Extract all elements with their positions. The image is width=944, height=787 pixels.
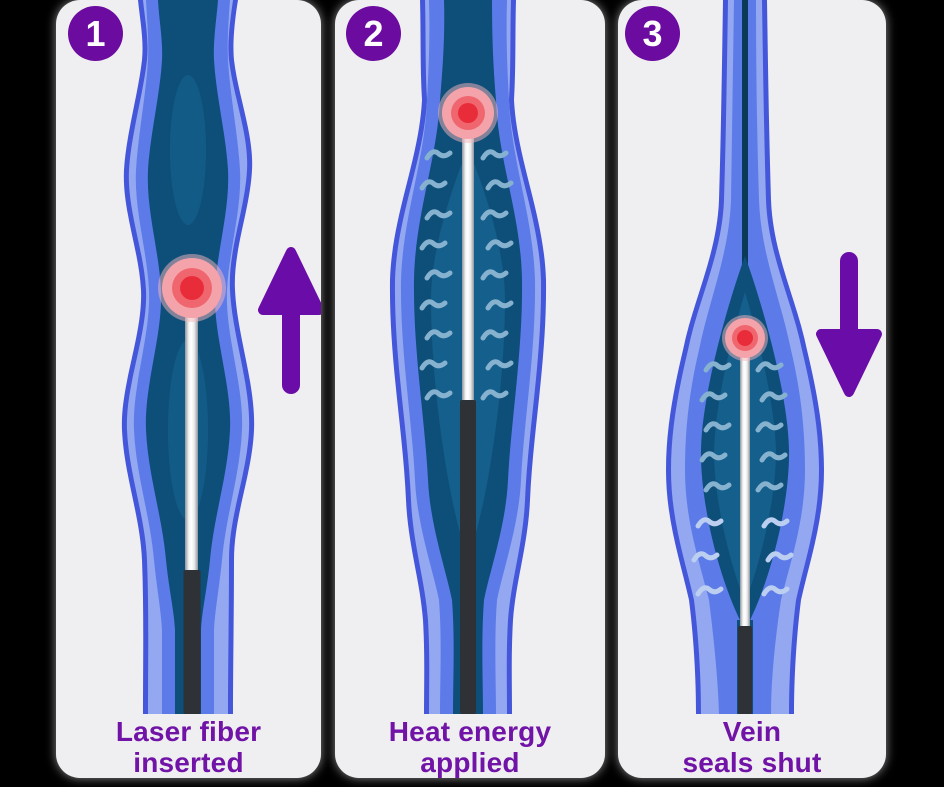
step-number: 1 — [85, 12, 106, 54]
caption-line1: Vein — [722, 716, 782, 747]
step-caption: Heat energy applied — [335, 716, 605, 778]
vein-illustration-step2 — [389, 0, 547, 714]
caption-line2: applied — [420, 747, 520, 778]
vein-illustration-step3 — [666, 0, 882, 714]
step-panel-3: 3 Vein seals shut — [618, 0, 886, 778]
down-arrow-icon — [816, 252, 882, 397]
step-number: 3 — [642, 12, 663, 54]
caption-line1: Heat energy — [388, 716, 552, 747]
step-number: 2 — [363, 12, 384, 54]
laser-tip-glow-icon — [158, 254, 226, 322]
step-caption: Laser fiber inserted — [56, 716, 321, 778]
step-number-badge: 2 — [346, 6, 401, 61]
laser-fiber — [740, 346, 750, 628]
step-caption: Vein seals shut — [618, 716, 886, 778]
sealed-vein-line — [742, 0, 748, 272]
laser-fiber — [185, 295, 198, 575]
caption-line1: Laser fiber — [115, 716, 262, 747]
laser-tip-glow-icon — [438, 83, 498, 143]
step-panel-1: 1 Laser fiber inserted — [56, 0, 321, 778]
catheter — [460, 400, 476, 714]
vein-illustration-step1 — [121, 0, 321, 714]
catheter — [183, 570, 201, 714]
up-arrow-icon — [258, 247, 321, 394]
step-number-badge: 1 — [68, 6, 123, 61]
step-panel-2: 2 Heat energy applied — [335, 0, 605, 778]
catheter — [738, 626, 752, 714]
laser-tip-glow-icon — [722, 315, 768, 361]
laser-fiber — [462, 120, 474, 402]
caption-line2: inserted — [133, 747, 244, 778]
caption-line2: seals shut — [682, 747, 822, 778]
step-number-badge: 3 — [625, 6, 680, 61]
